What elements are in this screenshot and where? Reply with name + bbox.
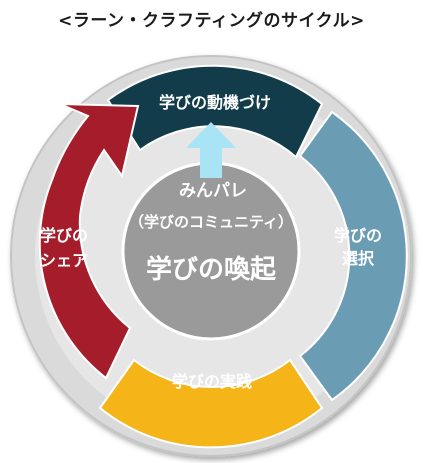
segment-motivation <box>106 64 324 159</box>
label-selection-line1: 学びの <box>334 226 382 245</box>
center-label-line1: みんパレ <box>179 181 247 201</box>
segment-selection <box>298 110 408 402</box>
label-practice: 学びの実践 <box>172 372 252 391</box>
label-share-line2: シェア <box>40 251 88 270</box>
center-label-line3: 学びの喚起 <box>146 254 277 285</box>
diagram-title: <ラーン・クラフティングのサイクル> <box>58 11 365 31</box>
up-arrow <box>186 122 236 178</box>
label-motivation: 学びの動機づけ <box>159 93 271 112</box>
segment-practice <box>98 358 324 449</box>
label-selection-line2: 選択 <box>342 249 375 268</box>
label-share-line1: 学びの <box>40 226 88 245</box>
segment-share-arrow <box>38 103 140 380</box>
center-label-line2: （学びのコミュニティ） <box>129 213 293 231</box>
